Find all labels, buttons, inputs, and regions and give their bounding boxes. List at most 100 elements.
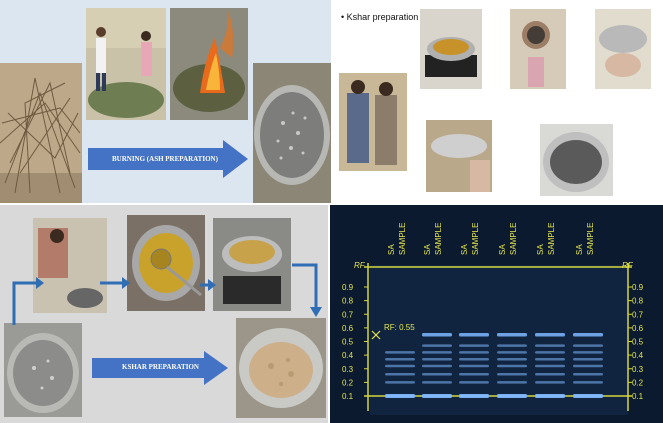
band-lane-3-4 — [459, 357, 489, 361]
flow-connectors — [12, 263, 322, 325]
lane-label-4-1: SA — [498, 244, 507, 255]
band-lane-1-8 — [385, 394, 415, 398]
band-lane-2-8 — [422, 394, 452, 398]
lane-label-5-2: SAMPLE — [547, 223, 556, 255]
scale-left-0.8: 0.8 — [342, 297, 354, 306]
boiling-vessel-photo — [420, 9, 482, 89]
band-lane-2-7 — [422, 381, 452, 384]
scale-left-0.5: 0.5 — [342, 338, 354, 347]
band-lane-2-5 — [422, 364, 452, 368]
scale-right-0.4: 0.4 — [632, 351, 644, 360]
kshar-preparation-heading-text: Kshar preparation — [346, 12, 419, 22]
band-lane-5-5 — [535, 364, 565, 368]
kshar-preparation-panel: • Kshar preparation — [333, 0, 663, 203]
kshar-flow-panel: KSHAR PREPARATION — [0, 205, 328, 423]
band-lane-6-6 — [573, 372, 603, 376]
band-lane-4-1 — [497, 332, 527, 337]
band-lane-3-6 — [459, 372, 489, 376]
band-lane-5-1 — [535, 332, 565, 337]
band-lane-5-3 — [535, 351, 565, 354]
burning-arrow — [88, 140, 248, 178]
band-lane-6-3 — [573, 351, 603, 354]
lane-label-3-2: SAMPLE — [471, 223, 480, 255]
burning-arrow-label: BURNING (ASH PREPARATION) — [112, 155, 218, 163]
scale-left: 0.9 0.8 0.7 0.6 0.5 0.4 0.3 0.2 0.1 — [342, 283, 368, 401]
band-lane-3-5 — [459, 364, 489, 368]
band-lane-6-7 — [573, 381, 603, 384]
band-lane-6-5 — [573, 364, 603, 368]
band-lane-4-4 — [497, 357, 527, 361]
band-lane-5-6 — [535, 372, 565, 376]
band-lane-4-5 — [497, 364, 527, 368]
scale-left-0.2: 0.2 — [342, 378, 354, 387]
band-lane-5-8 — [535, 394, 565, 398]
ash-preparation-panel: BURNING (ASH PREPARATION) — [0, 0, 331, 203]
pouring-photo — [510, 9, 566, 89]
kshar-bowl-photo — [236, 318, 326, 418]
band-lane-3-7 — [459, 381, 489, 384]
lane-label-1-2: SAMPLE — [398, 223, 407, 255]
band-lane-2-6 — [422, 372, 452, 376]
band-lane-5-4 — [535, 357, 565, 361]
dry-herb-pile-photo — [0, 63, 82, 203]
band-lane-6-8 — [573, 394, 603, 398]
mixing-ash-photo — [33, 218, 107, 313]
strainer-vessel-photo — [127, 215, 205, 311]
band-lane-5-2 — [535, 344, 565, 347]
scale-right-0.9: 0.9 — [632, 283, 644, 292]
lane-label-4-2: SAMPLE — [509, 223, 518, 255]
kshar-arrow — [92, 351, 228, 385]
kshar-preparation-heading: • Kshar preparation — [341, 12, 419, 22]
lane-label-6-2: SAMPLE — [586, 223, 595, 255]
band-lane-1-7 — [385, 381, 415, 384]
rf-label-right: RF — [622, 261, 634, 270]
lane-label-2-2: SAMPLE — [434, 223, 443, 255]
kshar-arrow-label: KSHAR PREPARATION — [122, 363, 199, 371]
band-lane-5-7 — [535, 381, 565, 384]
band-lane-2-1 — [422, 332, 452, 337]
scale-left-0.4: 0.4 — [342, 351, 354, 360]
band-lane-6-2 — [573, 344, 603, 347]
scale-right-0.8: 0.8 — [632, 297, 644, 306]
band-lane-4-6 — [497, 372, 527, 376]
scale-left-0.3: 0.3 — [342, 365, 354, 374]
band-lane-4-3 — [497, 351, 527, 354]
scale-right-0.1: 0.1 — [632, 392, 644, 401]
band-lane-1-4 — [385, 357, 415, 361]
ash-bowl-photo — [4, 323, 82, 417]
lane-label-6-1: SA — [575, 244, 584, 255]
lane-label-5-1: SA — [536, 244, 545, 255]
scale-left-0.6: 0.6 — [342, 324, 354, 333]
band-lane-6-1 — [573, 332, 603, 337]
band-lane-4-8 — [497, 394, 527, 398]
rf-marker-label: RF: 0.55 — [384, 323, 415, 332]
band-lane-2-4 — [422, 357, 452, 361]
band-lane-1-3 — [385, 351, 415, 354]
band-lane-1-5 — [385, 364, 415, 368]
band-lane-1-6 — [385, 372, 415, 376]
collecting-herbs-photo — [86, 8, 166, 120]
band-lane-6-4 — [573, 357, 603, 361]
filtering-photo — [339, 73, 407, 171]
rf-marker: RF: 0.55 — [371, 323, 415, 340]
scale-right-0.7: 0.7 — [632, 310, 644, 319]
band-lane-4-7 — [497, 381, 527, 384]
lane-label-1-1: SA — [387, 244, 396, 255]
stirring-photo — [595, 9, 651, 89]
band-lane-2-2 — [422, 344, 452, 347]
scale-left-0.7: 0.7 — [342, 310, 354, 319]
burning-fire-photo — [170, 8, 248, 120]
band-lane-3-3 — [459, 351, 489, 354]
scale-right-0.3: 0.3 — [632, 365, 644, 374]
rf-label-left: RF — [354, 261, 366, 270]
scale-left-0.9: 0.9 — [342, 283, 354, 292]
scale-right-0.6: 0.6 — [632, 324, 644, 333]
evaporation-photo — [426, 120, 492, 192]
scale-left-0.1: 0.1 — [342, 392, 354, 401]
scale-right: 0.90.80.70.60.50.40.30.20.1 — [628, 283, 644, 401]
band-lane-3-2 — [459, 344, 489, 347]
band-lane-4-2 — [497, 344, 527, 347]
